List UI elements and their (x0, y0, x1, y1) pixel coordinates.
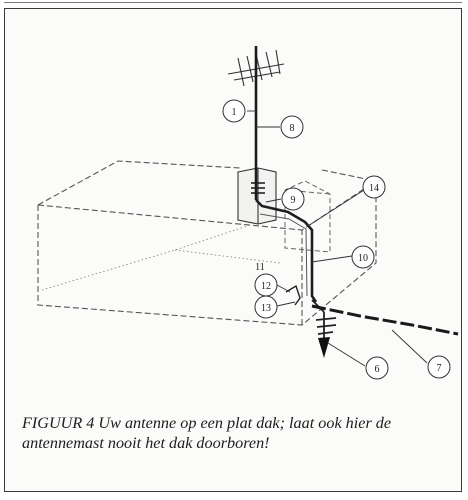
earth-spike (318, 337, 330, 358)
flat-roof (37, 160, 377, 326)
outgoing-cable (311, 304, 459, 336)
callout-8-label: 8 (290, 123, 295, 134)
roof-surface-lines (41, 224, 281, 291)
callout-9-label: 9 (291, 195, 296, 206)
top-border-line (4, 2, 462, 7)
callout-7: 7 (427, 355, 451, 379)
callout-13-label: 13 (261, 303, 271, 314)
callout-10: 10 (351, 245, 375, 269)
callout-12-label: 12 (261, 281, 271, 292)
callout-6-label: 6 (375, 364, 380, 375)
callout-7-label: 7 (437, 363, 442, 374)
callout-1: 1 (222, 99, 246, 123)
callout-14: 14 (362, 175, 386, 199)
leader-lines (247, 110, 428, 367)
drip-loop (285, 284, 301, 306)
coax-cable (255, 199, 318, 303)
callout-8: 8 (280, 115, 304, 139)
parapet-wall (284, 180, 331, 253)
callout-13: 13 (254, 295, 278, 319)
mast-bracket (251, 182, 265, 194)
figure-caption: FIGUUR 4 Uw antenne op een plat dak; laa… (22, 414, 392, 452)
callout-12: 12 (254, 273, 278, 297)
coax-cable-inner (259, 213, 308, 297)
callout-1-label: 1 (232, 107, 237, 118)
callout-11-label: 11 (255, 262, 265, 273)
callout-6: 6 (365, 356, 389, 380)
callout-10-label: 10 (358, 253, 368, 264)
callout-9: 9 (281, 187, 305, 211)
callout-14-label: 14 (369, 183, 379, 194)
figure-frame (4, 8, 462, 492)
